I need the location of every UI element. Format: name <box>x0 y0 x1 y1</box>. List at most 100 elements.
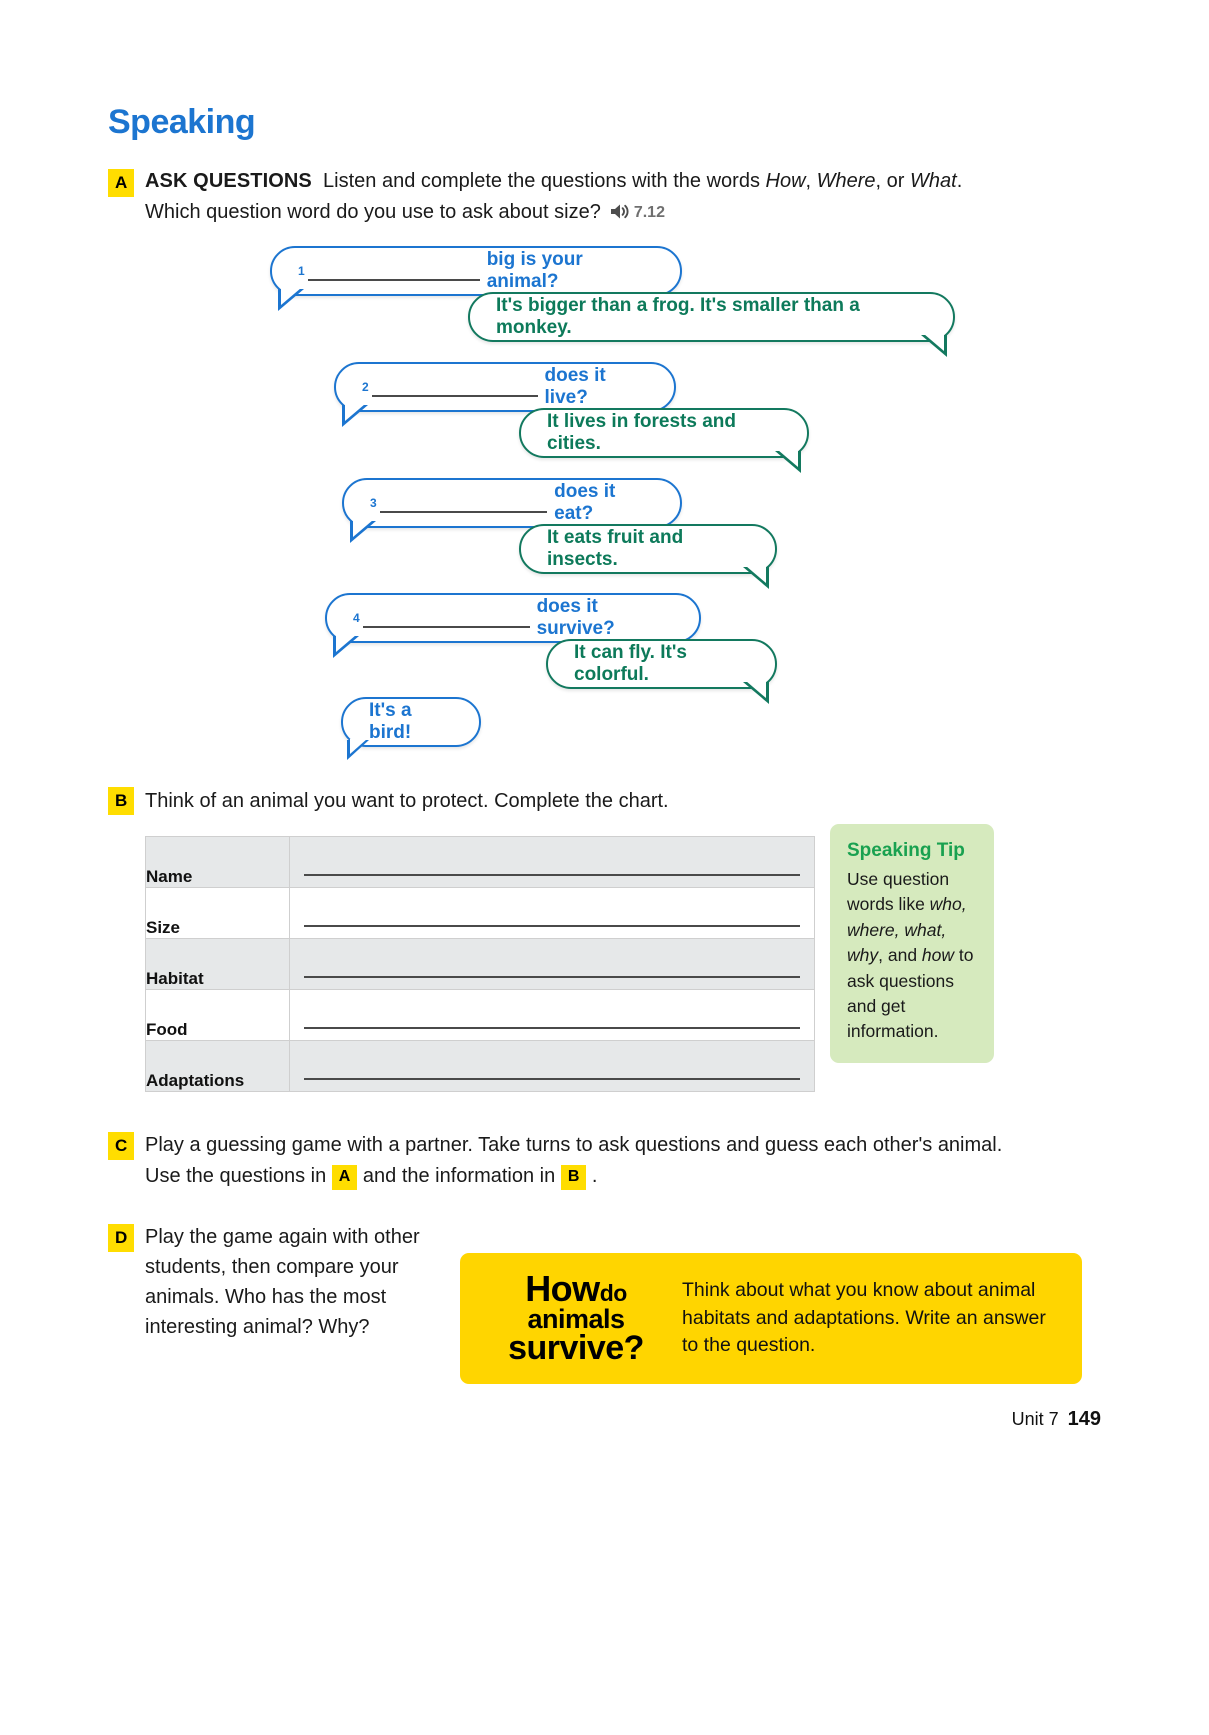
bubble-tail-inner <box>353 520 373 537</box>
row-field-habitat[interactable] <box>289 938 815 990</box>
exercise-b-instruction: Think of an animal you want to protect. … <box>145 790 669 812</box>
answer-blank-3[interactable] <box>379 493 548 513</box>
exercise-a-text-2: . Which question word do you use to ask … <box>145 170 963 223</box>
audio-track-number: 7.12 <box>633 204 665 221</box>
row-label-food: Food <box>145 989 290 1041</box>
row-field-name[interactable] <box>289 836 815 888</box>
bubble-tail-inner <box>336 635 356 652</box>
answer-text-4: It can fly. It's colorful. <box>574 642 687 685</box>
blank-number-4: 4 <box>353 611 360 625</box>
table-row: Size <box>145 887 815 939</box>
footer-page-number: 149 <box>1067 1408 1101 1430</box>
exercise-a-label: ASK QUESTIONS <box>145 170 312 192</box>
speech-bubble-question-1: 1 big is your animal? <box>270 246 682 311</box>
exercise-c: C Play a guessing game with a partner. T… <box>108 1130 1008 1192</box>
question-word-how: How <box>525 1268 600 1310</box>
table-row: Habitat <box>145 938 815 990</box>
row-field-size[interactable] <box>289 887 815 939</box>
write-line <box>304 976 800 978</box>
exercise-letter-b: B <box>108 787 135 815</box>
speech-bubble-group: 1 big is your animal? It's bigger than a… <box>0 0 1209 760</box>
answer-text-3: It eats fruit and insects. <box>547 527 684 570</box>
question-line-3: survive? <box>508 1329 644 1368</box>
speech-bubble-guess: It's a bird! <box>341 697 481 760</box>
exercise-letter-a: A <box>108 169 135 197</box>
write-line <box>304 874 800 876</box>
tip-text-3: to ask questions and get information. <box>847 945 974 1042</box>
tip-italic-2: how <box>921 945 955 966</box>
table-row: Name <box>145 836 815 888</box>
bubble-tail-inner <box>345 404 365 421</box>
speaking-tip-box: Speaking Tip Use question words like who… <box>830 824 994 1063</box>
exercise-letter-c: C <box>108 1132 135 1160</box>
exercise-a: A ASK QUESTIONS Listen and complete the … <box>108 166 1008 231</box>
word-what: What <box>910 170 957 192</box>
speaking-tip-heading: Speaking Tip <box>847 840 965 861</box>
exercise-c-instruction: Play a guessing game with a partner. Tak… <box>145 1130 1008 1192</box>
bubble-tail-inner <box>746 566 766 583</box>
speech-bubble-answer-2: It lives in forests and cities. <box>519 408 809 473</box>
write-line <box>304 1078 800 1080</box>
bubble-tail-inner <box>778 450 798 467</box>
animal-chart: Name Size Habitat Food Adaptations <box>145 836 815 1092</box>
speech-bubble-answer-3: It eats fruit and insects. <box>519 524 777 589</box>
exercise-letter-d: D <box>108 1224 135 1252</box>
bubble-tail-inner <box>281 288 301 305</box>
row-label-habitat: Habitat <box>145 938 290 990</box>
unit-question-body: Think about what you know about animal h… <box>682 1278 1046 1357</box>
reference-badge-b: B <box>560 1165 587 1190</box>
speech-bubble-question-3: 3 does it eat? <box>342 478 682 543</box>
blank-number-2: 2 <box>362 380 369 394</box>
blank-number-1: 1 <box>298 264 305 278</box>
row-label-adaptations: Adaptations <box>145 1040 290 1092</box>
blank-number-3: 3 <box>370 496 377 510</box>
guess-text: It's a bird! <box>369 700 412 743</box>
exercise-d: D Play the game again with other student… <box>108 1222 448 1342</box>
sep-2: , or <box>875 170 910 192</box>
speech-bubble-answer-4: It can fly. It's colorful. <box>546 639 777 704</box>
tip-text-2: , and <box>878 945 922 966</box>
answer-text-1: It's bigger than a frog. It's smaller th… <box>496 295 860 338</box>
exercise-c-text-1: Play a guessing game with a partner. Tak… <box>145 1134 1003 1187</box>
row-label-name: Name <box>145 836 290 888</box>
unit-question-heading: Howdo animals survive? <box>460 1271 670 1368</box>
answer-blank-4[interactable] <box>362 608 530 628</box>
row-field-food[interactable] <box>289 989 815 1041</box>
exercise-a-instruction: ASK QUESTIONS Listen and complete the qu… <box>145 166 1008 231</box>
speaker-icon[interactable] <box>609 200 630 231</box>
speech-bubble-question-4: 4 does it survive? <box>325 593 701 658</box>
sep-1: , <box>805 170 817 192</box>
exercise-c-text-2: and the information in <box>357 1165 561 1187</box>
question-text-4: does it survive? <box>536 596 615 639</box>
answer-blank-2[interactable] <box>371 377 538 397</box>
question-text-2: does it live? <box>544 365 606 408</box>
tip-text-1: Use question words like <box>847 869 950 915</box>
speech-bubble-answer-1: It's bigger than a frog. It's smaller th… <box>468 292 955 357</box>
question-text-3: does it eat? <box>554 481 616 524</box>
tip-italic-1: who, where, what, why <box>847 894 967 966</box>
exercise-a-text-1: Listen and complete the questions with t… <box>323 170 766 192</box>
word-where: Where <box>816 170 876 192</box>
unit-question-banner: Howdo animals survive? Think about what … <box>460 1253 1082 1384</box>
question-word-do: do <box>599 1280 628 1307</box>
bubble-tail-inner <box>746 681 766 698</box>
write-line <box>304 925 800 927</box>
answer-text-2: It lives in forests and cities. <box>547 411 736 454</box>
bubble-tail-inner <box>924 334 944 351</box>
row-label-size: Size <box>145 887 290 939</box>
row-field-adaptations[interactable] <box>289 1040 815 1092</box>
answer-blank-1[interactable] <box>307 261 480 281</box>
speaking-tip-text: Use question words like who, where, what… <box>847 867 977 1045</box>
exercise-c-text-3: . <box>586 1165 598 1187</box>
reference-badge-a: A <box>331 1165 358 1190</box>
question-text-1: big is your animal? <box>486 249 583 292</box>
write-line <box>304 1027 800 1029</box>
exercise-b: B Think of an animal you want to protect… <box>108 786 1008 816</box>
word-how: How <box>765 170 806 192</box>
table-row: Food <box>145 989 815 1041</box>
page-title: Speaking <box>108 103 256 141</box>
question-line-1: Howdo <box>482 1271 670 1307</box>
bubble-tail-inner <box>350 739 367 754</box>
